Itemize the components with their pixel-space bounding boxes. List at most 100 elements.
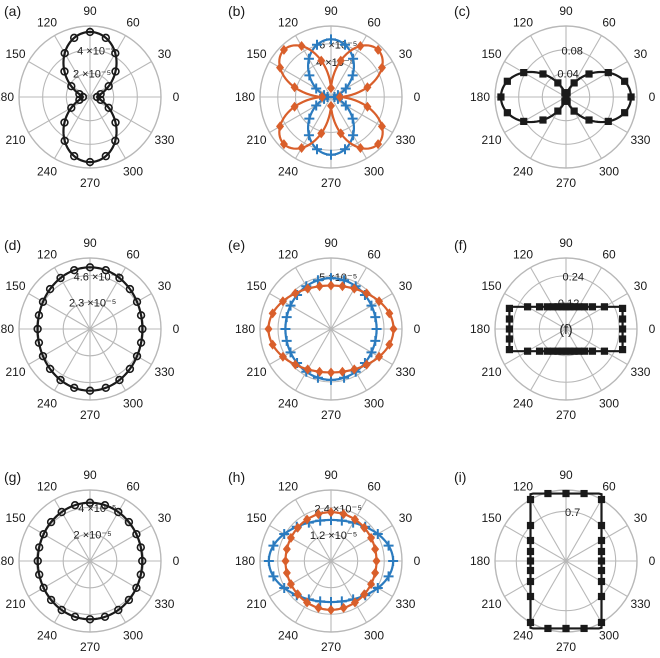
angle-tick-label: 210 [247, 597, 267, 611]
data-point-circle [100, 612, 110, 622]
data-point-square [505, 345, 514, 354]
angle-tick-label: 210 [6, 597, 26, 611]
angle-tick-label: 120 [513, 16, 533, 30]
angle-tick-label: 180 [0, 90, 14, 104]
data-point-square [588, 303, 597, 311]
data-point-square [520, 117, 528, 126]
angle-tick-label: 30 [634, 47, 648, 61]
data-point-square [505, 315, 514, 323]
data-point-circle [38, 297, 48, 307]
angle-tick-label: 0 [173, 322, 180, 336]
data-point-square [523, 303, 532, 311]
data-point-diamond [362, 288, 371, 299]
data-point-square [562, 303, 570, 311]
angle-tick-label: 60 [126, 248, 140, 262]
angle-tick-label: 240 [278, 396, 298, 410]
data-point-square [627, 93, 635, 101]
angle-tick-label: 300 [599, 628, 619, 642]
angle-tick-label: 180 [235, 554, 255, 568]
data-point-circle [85, 615, 95, 624]
data-point-circle [125, 364, 135, 374]
data-point-circle [101, 383, 110, 393]
data-point-circle [101, 33, 111, 43]
data-point-diamond [303, 364, 312, 375]
data-point-square [539, 70, 547, 78]
data-point-diamond [268, 308, 277, 319]
data-point-circle [96, 89, 105, 99]
data-point-square [526, 592, 535, 601]
angle-tick-label: 300 [364, 164, 384, 178]
data-point-diamond [360, 522, 369, 533]
data-point-square [554, 79, 562, 87]
data-point-plus [339, 144, 350, 155]
data-point-circle [46, 517, 56, 527]
series-line [62, 30, 118, 164]
data-point-square [600, 303, 609, 311]
data-point-square [526, 577, 535, 586]
panel-label: (g) [4, 469, 21, 485]
angle-tick-label: 300 [123, 164, 143, 178]
angle-tick-label: 120 [278, 248, 298, 262]
angle-tick-label: 180 [235, 90, 255, 104]
data-point-square [597, 521, 606, 530]
data-point-diamond [290, 82, 299, 93]
angle-tick-label: 330 [154, 365, 174, 379]
data-point-diamond [371, 567, 380, 578]
data-point-diamond [363, 82, 372, 93]
data-point-diamond [315, 366, 324, 377]
data-point-square [554, 107, 562, 115]
series-line [36, 501, 144, 621]
data-point-circle [111, 67, 120, 76]
data-point-square [526, 566, 535, 575]
angle-tick-label: 240 [37, 628, 57, 642]
data-point-diamond [350, 514, 359, 525]
series-black [33, 498, 147, 624]
data-point-plus [315, 596, 326, 607]
data-point-diamond [278, 351, 287, 362]
radial-tick-label: 2.3 ×10⁻⁵ [69, 298, 116, 310]
angle-tick-label: 0 [649, 90, 656, 104]
angle-tick-label: 270 [321, 640, 341, 654]
radial-tick-label: 0.08 [562, 45, 583, 57]
data-point-square [621, 77, 629, 85]
angle-tick-label: 150 [6, 47, 26, 61]
data-point-diamond [375, 351, 384, 362]
data-point-diamond [293, 522, 302, 533]
angle-tick-label: 30 [399, 511, 413, 525]
data-point-diamond [282, 544, 291, 555]
angle-tick-label: 30 [634, 511, 648, 525]
data-point-diamond [303, 514, 312, 525]
data-point-square [526, 557, 535, 565]
angle-tick-label: 180 [235, 322, 255, 336]
data-point-square [562, 347, 570, 355]
data-point-square [581, 347, 589, 355]
data-point-diamond [350, 597, 359, 608]
series-orange [276, 41, 386, 153]
data-point-diamond [279, 44, 288, 55]
data-point-square [558, 303, 566, 311]
data-point-square [580, 489, 588, 498]
data-point-plus [383, 571, 394, 582]
panel-label: (c) [454, 3, 470, 19]
data-point-square [523, 347, 532, 355]
data-point-diamond [281, 556, 290, 566]
angle-tick-label: 330 [154, 133, 174, 147]
data-point-square [544, 489, 552, 498]
angle-tick-label: 90 [324, 4, 338, 18]
data-point-circle [101, 151, 111, 161]
data-point-circle [115, 375, 124, 385]
data-point-diamond [282, 567, 291, 578]
data-point-square [618, 345, 627, 354]
data-point-circle [67, 103, 76, 112]
polar-spoke [504, 525, 628, 597]
data-point-square [505, 325, 514, 333]
data-point-square [526, 618, 535, 627]
data-point-square [566, 347, 574, 355]
data-point-diamond [303, 597, 312, 608]
data-point-square [503, 77, 511, 85]
angle-tick-label: 330 [154, 597, 174, 611]
data-point-circle [60, 118, 69, 127]
data-point-diamond [286, 579, 295, 590]
data-point-plus [372, 583, 383, 594]
data-point-diamond [350, 283, 359, 294]
